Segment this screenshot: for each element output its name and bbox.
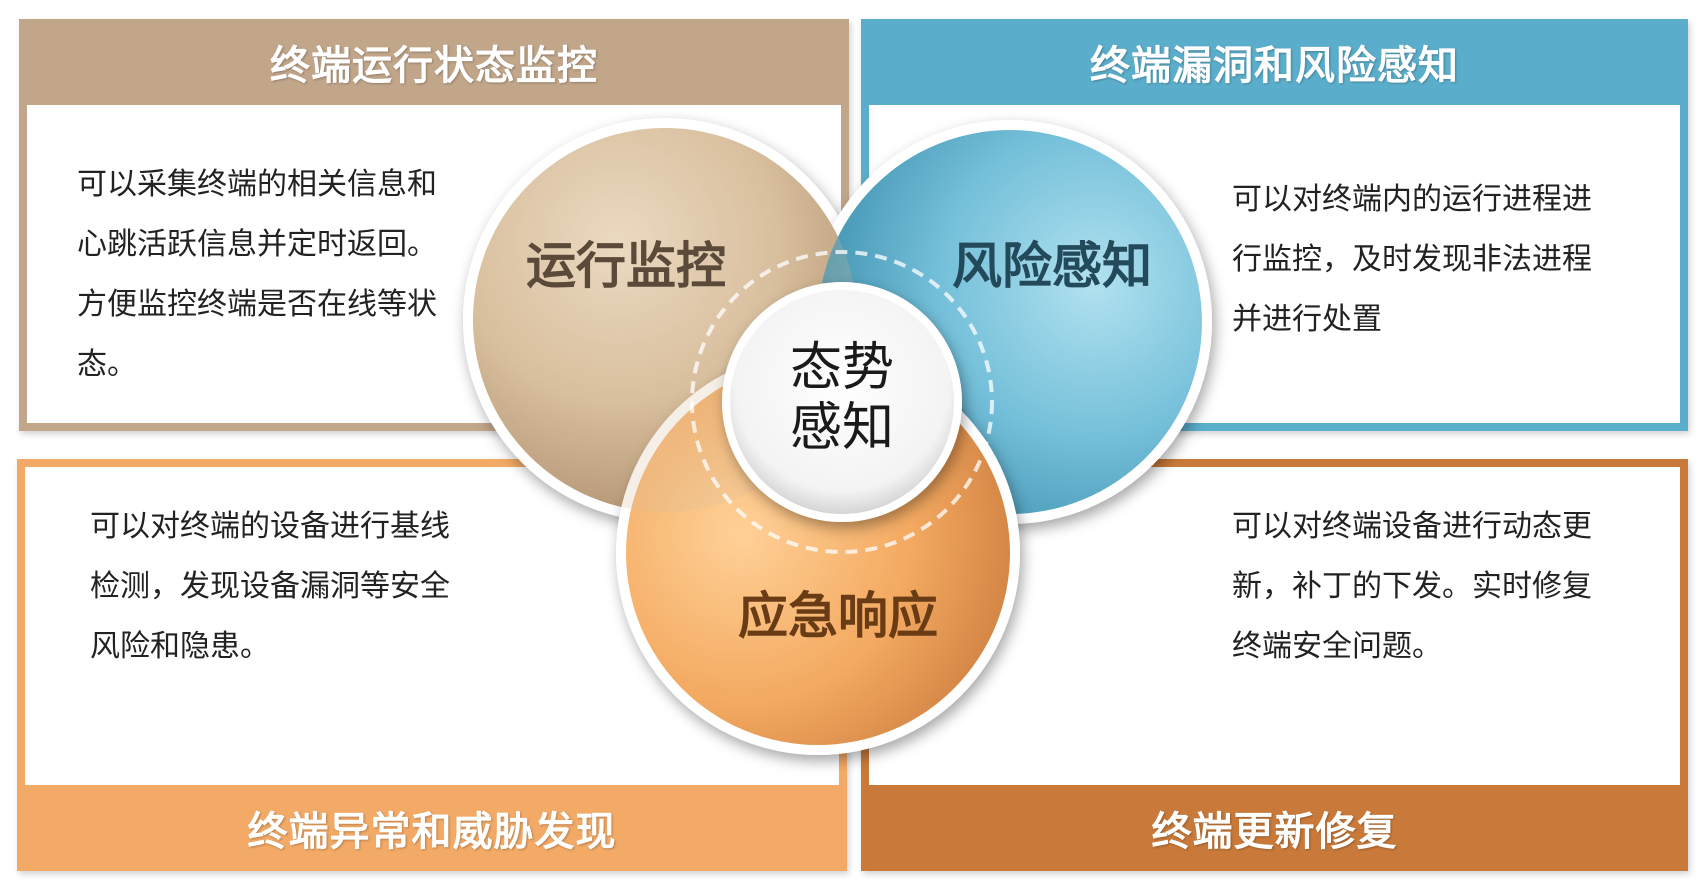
update-panel-description: 可以对终端设备进行动态更 新，补丁的下发。实时修复 终端安全问题。 [1232,509,1592,664]
update-panel-body: 可以对终端设备进行动态更 新，补丁的下发。实时修复 终端安全问题。 [869,467,1680,785]
monitoring-panel-description: 可以采集终端的相关信息和 心跳活跃信息并定时返回。 方便监控终端是否在线等状 态… [77,167,437,382]
threat-panel-description: 可以对终端的设备进行基线 检测，发现设备漏洞等安全 风险和隐患。 [90,509,450,664]
update-panel-title: 终端更新修复 [1151,809,1398,855]
monitoring-panel-body: 可以采集终端的相关信息和 心跳活跃信息并定时返回。 方便监控终端是否在线等状 态… [27,105,841,423]
risk-panel: 终端漏洞和风险感知 可以对终端内的运行进程进 行监控，及时发现非法进程 并进行处… [861,19,1688,431]
threat-panel-title: 终端异常和威胁发现 [247,809,617,855]
risk-panel-description: 可以对终端内的运行进程进 行监控，及时发现非法进程 并进行处置 [1232,182,1592,337]
update-panel: 可以对终端设备进行动态更 新，补丁的下发。实时修复 终端安全问题。 终端更新修复 [861,459,1688,871]
threat-panel-body: 可以对终端的设备进行基线 检测，发现设备漏洞等安全 风险和隐患。 [25,467,839,785]
monitoring-panel: 终端运行状态监控 可以采集终端的相关信息和 心跳活跃信息并定时返回。 方便监控终… [19,19,849,431]
threat-panel: 可以对终端的设备进行基线 检测，发现设备漏洞等安全 风险和隐患。 终端异常和威胁… [17,459,847,871]
risk-panel-body: 可以对终端内的运行进程进 行监控，及时发现非法进程 并进行处置 [869,105,1680,423]
risk-panel-title: 终端漏洞和风险感知 [1090,43,1459,89]
monitoring-panel-title: 终端运行状态监控 [270,43,598,89]
